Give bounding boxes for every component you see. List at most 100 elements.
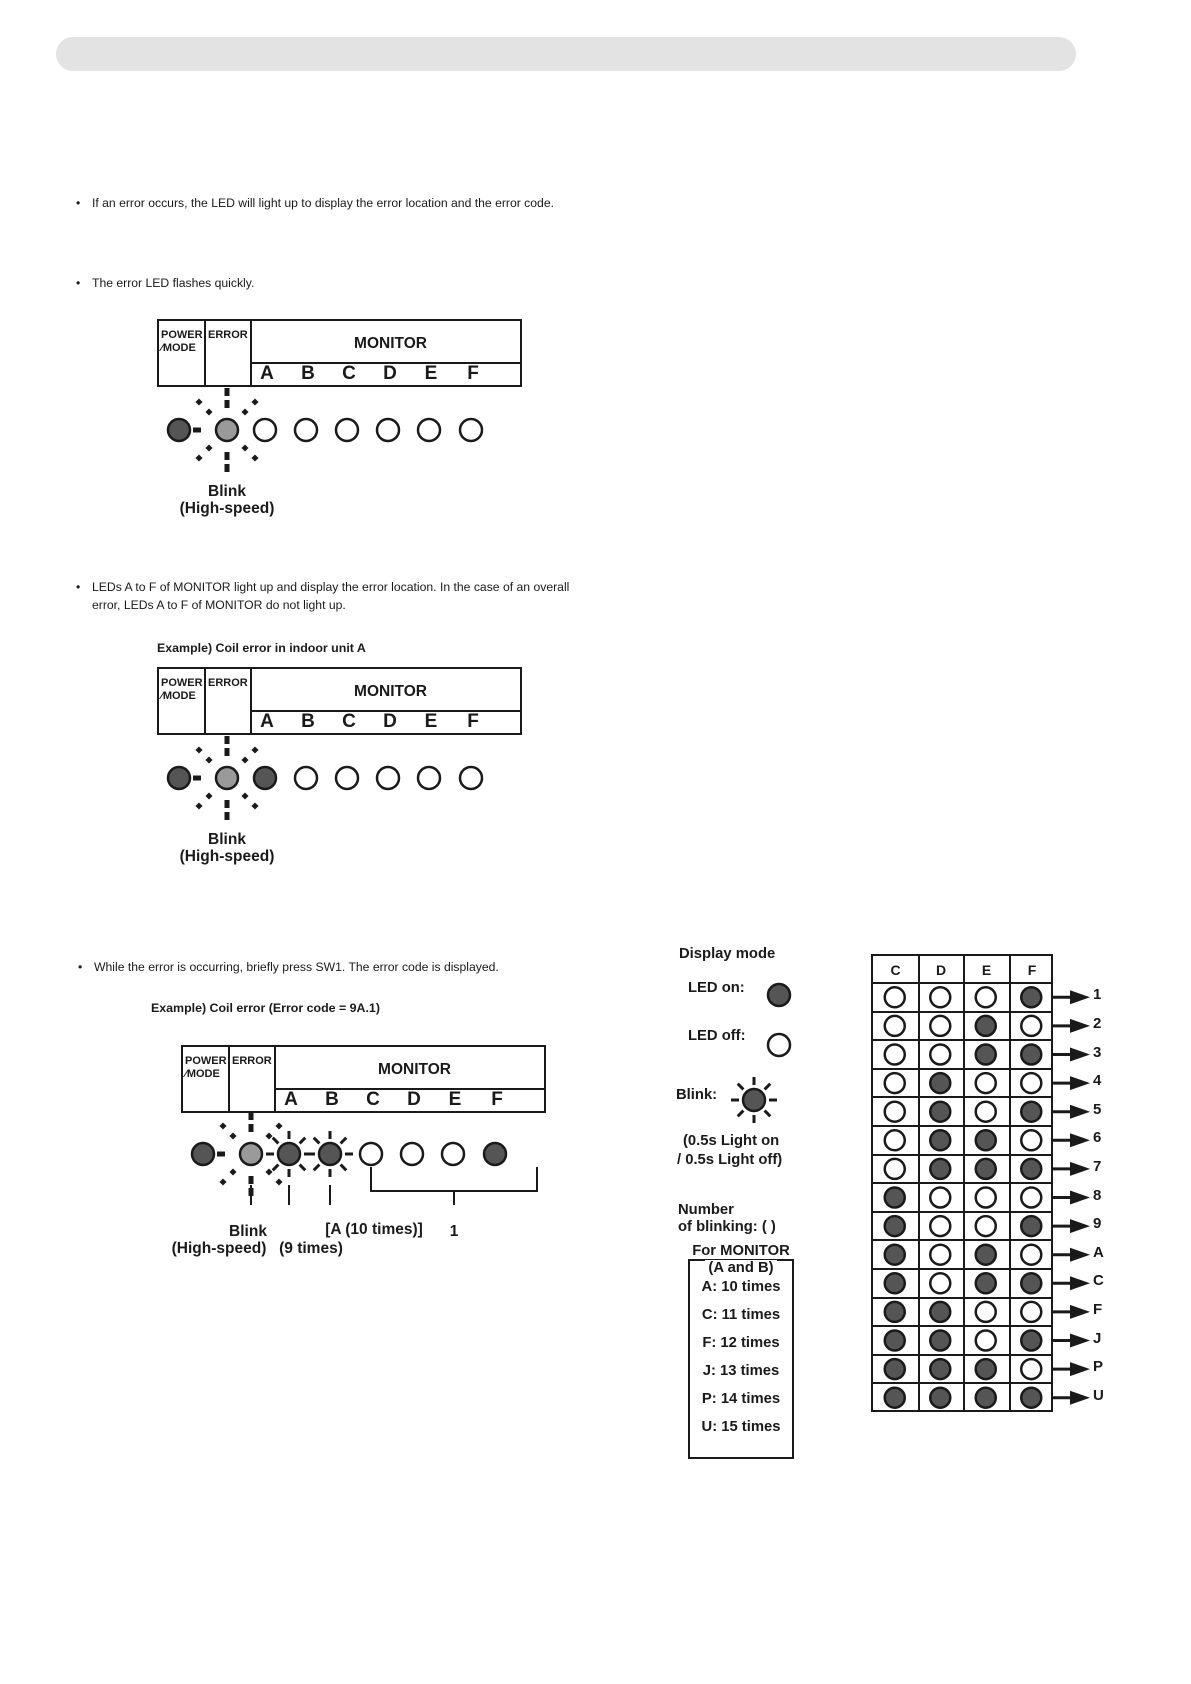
legend-led-off-label: LED off: xyxy=(688,1028,746,1044)
arrow-right-icon xyxy=(1070,1362,1090,1377)
panel-label-error: ERROR xyxy=(208,329,248,341)
blink-indicator-icon xyxy=(205,408,213,416)
blink-indicator-icon xyxy=(275,1178,283,1186)
blink-indicator-icon xyxy=(265,1168,273,1176)
legend-led-off-icon xyxy=(766,1032,792,1058)
table-divider xyxy=(873,1067,1051,1070)
power-led-icon xyxy=(166,417,192,443)
table-led-on-icon xyxy=(883,1329,906,1352)
led-row xyxy=(166,388,484,472)
blink-indicator-icon xyxy=(229,1168,237,1176)
blink-ray-icon xyxy=(298,1163,307,1172)
blink-indicator-icon xyxy=(241,444,249,452)
table-divider xyxy=(873,1382,1051,1385)
error-led-icon xyxy=(214,765,240,791)
blink-indicator-icon xyxy=(241,408,249,416)
monitor-led-letter: C xyxy=(366,1089,380,1110)
blink-ray-icon xyxy=(298,1136,307,1145)
monitor-led-off-icon xyxy=(416,765,442,791)
table-divider xyxy=(873,1268,1051,1270)
blink-indicator-icon xyxy=(248,1176,254,1184)
arrow-right-icon xyxy=(1070,1304,1090,1319)
caption-high-speed: (High-speed) xyxy=(179,500,275,517)
table-led-on-icon xyxy=(929,1300,952,1324)
panel-divider xyxy=(204,321,206,385)
caption-high-speed: (High-speed) xyxy=(171,1240,267,1257)
blink-indicator-icon xyxy=(217,1151,225,1157)
error-code-value: C xyxy=(1093,1272,1104,1290)
panel-label-mode: ⁄MODE xyxy=(161,690,196,702)
caption-blink: Blink xyxy=(208,831,246,848)
table-led-off-icon xyxy=(883,986,906,1009)
monitor-led-letter: E xyxy=(424,363,438,384)
arrow-right-icon xyxy=(1070,1047,1090,1062)
panel-label-mode: ⁄MODE xyxy=(161,342,196,354)
table-led-on-icon xyxy=(929,1357,952,1381)
led-row xyxy=(190,1112,538,1205)
monitor-led-off-icon xyxy=(375,765,401,791)
bullet-marker: • xyxy=(78,960,83,974)
blink-indicator-icon xyxy=(224,464,230,472)
monitor-led-letter: C xyxy=(342,363,356,384)
blink-count-item: F: 12 times xyxy=(702,1335,780,1351)
table-led-on-icon xyxy=(883,1243,906,1266)
panel-divider xyxy=(274,1088,544,1090)
arrow-right-icon xyxy=(1070,1076,1090,1091)
panel-label-mode: ⁄MODE xyxy=(185,1068,220,1080)
arrow-right-icon xyxy=(1070,1390,1090,1405)
monitor-led-off-icon xyxy=(252,417,278,443)
error-led-icon xyxy=(238,1141,264,1167)
blink-indicator-icon xyxy=(193,427,201,433)
table-divider xyxy=(873,1039,1051,1042)
arrow-right-icon xyxy=(1070,1247,1090,1262)
table-divider xyxy=(873,1239,1051,1242)
panel-divider xyxy=(204,669,206,733)
bullet-error-display: • If an error occurs, the LED will light… xyxy=(76,194,554,212)
table-led-off-icon xyxy=(929,1243,952,1266)
blink-indicator-icon xyxy=(219,1122,227,1130)
blink-indicator-icon xyxy=(205,792,213,800)
arrow-right-icon xyxy=(1070,1104,1090,1119)
blink-indicator-icon xyxy=(195,454,203,462)
table-divider xyxy=(873,1296,1051,1299)
table-led-on-icon xyxy=(974,1129,997,1152)
panel-divider xyxy=(250,669,252,733)
bullet-marker: • xyxy=(76,196,81,210)
blink-indicator-icon xyxy=(205,444,213,452)
blink-ray-icon xyxy=(312,1136,321,1145)
error-code-value: 2 xyxy=(1093,1014,1102,1032)
blink-indicator-icon xyxy=(248,1112,254,1120)
monitor-led-off-icon xyxy=(458,765,484,791)
legend-blink-note-1: (0.5s Light on xyxy=(683,1133,780,1149)
table-led-off-icon xyxy=(974,1071,997,1095)
table-led-off-icon xyxy=(929,1214,952,1238)
blink-ray-icon xyxy=(312,1163,321,1172)
error-code-value: U xyxy=(1093,1386,1104,1404)
table-led-off-icon xyxy=(1020,1300,1043,1324)
table-led-on-icon xyxy=(929,1157,952,1181)
error-code-value: 8 xyxy=(1093,1186,1102,1204)
monitor-led-letter: B xyxy=(301,363,315,384)
table-led-on-icon xyxy=(883,1300,906,1324)
callout-bracket xyxy=(370,1167,538,1192)
monitor-led-off-icon xyxy=(440,1141,466,1167)
panel-label-monitor: MONITOR xyxy=(354,335,427,352)
table-led-on-icon xyxy=(974,1272,997,1295)
legend-blink-ray-icon xyxy=(763,1082,772,1091)
error-code-value: 9 xyxy=(1093,1215,1102,1233)
caption-a-ten-times: [A (10 times)] xyxy=(325,1221,423,1238)
table-led-off-icon xyxy=(883,1014,906,1038)
table-divider xyxy=(873,1125,1051,1127)
table-divider xyxy=(873,1153,1051,1156)
panel-divider xyxy=(228,1047,230,1111)
monitor-led-on-icon xyxy=(276,1141,302,1167)
example-label-coil-unit-a: Example) Coil error in indoor unit A xyxy=(157,641,366,655)
table-led-off-icon xyxy=(1020,1014,1043,1038)
error-code-value: F xyxy=(1093,1300,1103,1318)
blink-indicator-icon xyxy=(205,756,213,764)
table-divider xyxy=(873,982,1051,984)
